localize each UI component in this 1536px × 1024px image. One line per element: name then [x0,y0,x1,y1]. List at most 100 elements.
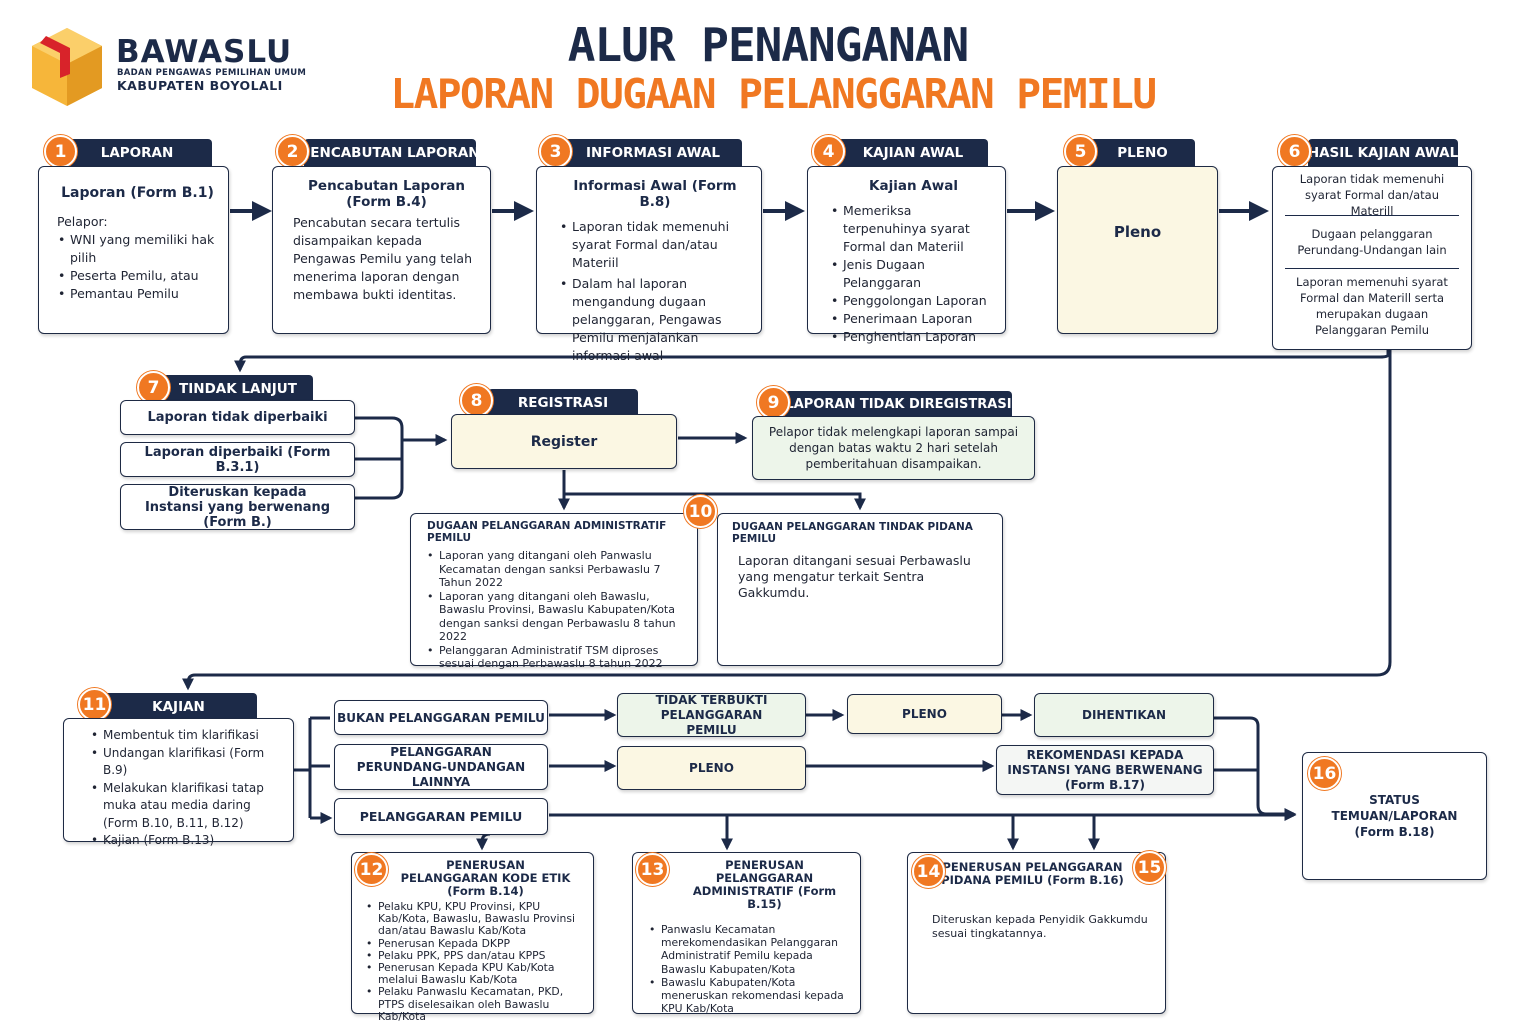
logo-region: KABUPATEN BOYOLALI [117,78,283,93]
step-9-number: 9 [757,386,790,419]
tindak-lanjut-option: Laporan diperbaiki (Form B.3.1) [120,442,355,477]
step-6-number: 6 [1278,135,1311,168]
step-13-box: PENERUSAN PELANGGARAN ADMINISTRATIF (For… [632,852,861,1016]
step-2-header: PENCABUTAN LAPORAN [300,139,480,166]
step-11-header: KAJIAN [100,693,257,720]
step-1-header: LAPORAN [62,139,212,166]
step-12-number: 12 [355,853,388,886]
step-2-box: Pencabutan Laporan (Form B.4) Pencabutan… [272,166,491,334]
step-12-item: Pelaku KPU, KPU Provinsi, KPU Kab/Kota, … [366,900,585,938]
step-4-title: Kajian Awal [869,178,958,194]
step-1-item: Peserta Pemilu, atau [58,267,218,285]
bracket-7 [355,416,445,500]
step-2-title: Pencabutan Laporan (Form B.4) [308,178,465,210]
step-4-item: Penggolongan Laporan [831,292,997,310]
step-11-item: Membentuk tim klarifikasi [91,727,285,745]
step-4-header: KAJIAN AWAL [838,139,988,166]
step-1-item: WNI yang memiliki hak pilih [58,231,218,267]
step-10-box: DUGAAN PELANGGARAN ADMINISTRATIF PEMILU … [410,513,698,670]
split-11 [294,716,330,818]
step-4-item: Memeriksa terpenuhinya syarat Formal dan… [831,202,997,256]
dihentikan-box: DIHENTIKAN [1034,693,1214,737]
step-13-title: PENERUSAN PELANGGARAN ADMINISTRATIF (For… [692,858,837,911]
step-5-title: Pleno [1113,223,1162,241]
step-13-item: Bawaslu Kabupaten/Kota meneruskan rekome… [649,976,852,1016]
step-5-header: PLENO [1090,139,1195,166]
bukan-pelanggaran-box: BUKAN PELANGGARAN PEMILU [334,700,548,735]
step-14-body: Diteruskan kepada Penyidik Gakkumdu sesu… [932,913,1148,940]
rekomendasi-box: REKOMENDASI KEPADA INSTANSI YANG BERWENA… [996,745,1214,795]
tindak-lanjut-option: Laporan tidak diperbaiki [120,400,355,435]
step-3-box: Informasi Awal (Form B.8) Laporan tidak … [536,166,762,363]
step-11-box: Membentuk tim klarifikasi Undangan klari… [63,718,294,849]
step-3-title: Informasi Awal (Form B.8) [573,178,737,210]
step-3-item: Laporan tidak memenuhi syarat Formal dan… [560,218,751,272]
step-16-box: STATUS TEMUAN/LAPORAN (Form B.18) [1302,752,1487,880]
step-3-item: Dalam hal laporan mengandung dugaan pela… [560,275,751,365]
step-11-item: Undangan klarifikasi (Form B.9) [91,745,285,780]
step-5-box: Pleno [1057,166,1218,334]
step-6-item: Laporan memenuhi syarat Formal dan Mater… [1296,275,1448,337]
step-8-box: Register [451,414,677,469]
step-4-number: 4 [812,135,845,168]
connector-6-11 [182,350,1392,691]
step-6-item: Laporan tidak memenuhi syarat Formal dan… [1285,172,1459,218]
pidana-box: DUGAAN PELANGGARAN TINDAK PIDANA PEMILU … [717,513,1003,666]
step-1-intro: Pelapor: [57,214,108,229]
step-11-number: 11 [78,688,111,721]
step-4-box: Kajian Awal Memeriksa terpenuhinya syara… [807,166,1006,346]
split-8-10 [562,470,866,511]
step-11-item: Melakukan klarifikasi tatap muka atau me… [91,780,285,833]
step-12-title: PENERUSAN PELANGGARAN KODE ETIK (Form B.… [400,858,571,898]
step-10-item: Pelanggaran Administratif TSM diproses s… [427,644,687,671]
pelanggaran-pemilu-box: PELANGGARAN PEMILU [334,798,548,835]
step-1-number: 1 [44,135,77,168]
step-6-box: Laporan tidak memenuhi syarat Formal dan… [1272,166,1472,350]
step-2-body: Pencabutan secara tertulis disampaikan k… [293,215,473,302]
step-14-title: PENERUSAN PELANGGARAN PIDANA PEMILU (For… [941,860,1124,887]
step-9-box: Pelapor tidak melengkapi laporan sampai … [752,416,1035,480]
pleno-box-1: PLENO [847,694,1002,734]
pidana-title: DUGAAN PELANGGARAN TINDAK PIDANA PEMILU [732,521,973,545]
logo-name: BAWASLU [116,34,293,70]
step-12-item: Pelaku Panwaslu Kecamatan, PKD, PTPS dis… [366,986,585,1023]
step-14-number: 14 [912,855,945,888]
step-3-number: 3 [539,135,572,168]
step-4-item: Jenis Dugaan Pelanggaran [831,256,997,292]
pidana-body: Laporan ditangani sesuai Perbawaslu yang… [738,553,971,600]
step-10-number: 10 [684,495,717,528]
bawaslu-logo-icon [32,28,102,106]
step-4-item: Penghentian Laporan [831,328,997,346]
tidak-terbukti-box: TIDAK TERBUKTI PELANGGARAN PEMILU [617,693,806,737]
step-13-item: Panwaslu Kecamatan merekomendasikan Pela… [649,923,852,976]
step-12-item: Pelaku PPK, PPS dan/atau KPPS [366,949,585,962]
step-3-header: INFORMASI AWAL [564,139,742,166]
step-5-number: 5 [1064,135,1097,168]
perundang-box: PELANGGARAN PERUNDANG-UNDANGAN LAINNYA [334,744,548,790]
step-6-header: HASIL KAJIAN AWAL [1308,139,1458,166]
step-8-number: 8 [460,384,493,417]
step-1-item: Pemantau Pemilu [58,285,218,303]
step-14-box: PENERUSAN PELANGGARAN PIDANA PEMILU (For… [907,852,1166,1014]
step-7-number: 7 [137,371,170,404]
step-1-title: Laporan (Form B.1) [61,185,214,201]
step-10-item: Laporan yang ditangani oleh Bawaslu, Baw… [427,590,687,644]
step-9-header: LAPORAN TIDAK DIREGISTRASI [785,391,1012,418]
step-10-title: DUGAAN PELANGGARAN ADMINISTRATIF PEMILU [427,520,667,544]
step-2-number: 2 [276,135,309,168]
logo-subtitle: BADAN PENGAWAS PEMILIHAN UMUM [117,68,307,78]
step-4-item: Penerimaan Laporan [831,310,997,328]
step-7-header: TINDAK LANJUT [163,375,313,402]
step-12-item: Penerusan Kepada KPU Kab/Kota melalui Ba… [366,961,585,986]
step-1-box: Laporan (Form B.1) Pelapor: WNI yang mem… [38,166,229,334]
step-16-number: 16 [1308,757,1341,790]
step-13-number: 13 [636,853,669,886]
step-8-header: REGISTRASI [488,389,638,416]
pleno-box-2: PLENO [617,746,806,790]
arrow-6-7 [234,350,1390,373]
tindak-lanjut-option: Diteruskan kepada Instansi yang berwenan… [120,484,355,530]
page-subtitle: LAPORAN DUGAAN PELANGGARAN PEMILU [390,70,1157,118]
step-6-item: Dugaan pelanggaran Perundang-Undangan la… [1285,216,1459,269]
step-10-item: Laporan yang ditangani oleh Panwaslu Kec… [427,549,687,590]
page-title: ALUR PENANGANAN [567,18,969,72]
